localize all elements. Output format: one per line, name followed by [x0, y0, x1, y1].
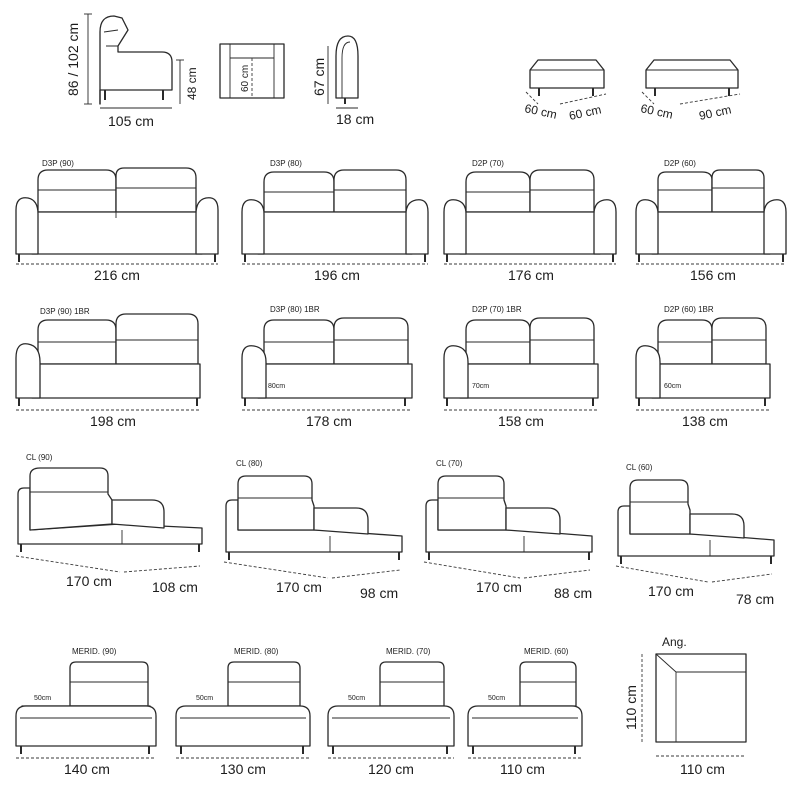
merid-seat: 50cm [34, 695, 51, 702]
side-depth-label: 105 cm [108, 113, 154, 129]
pouf-60-diagram: 60 cm 60 cm [523, 59, 607, 123]
chaise-length: 170 cm [276, 579, 322, 595]
sofa-width: 138 cm [682, 413, 728, 429]
side-height-label: 86 / 102 cm [65, 23, 81, 96]
sofa-width: 158 cm [498, 413, 544, 429]
corner-label: Ang. [662, 635, 687, 649]
chaise-label: CL (60) [626, 463, 653, 472]
merid-width: 140 cm [64, 761, 110, 777]
chaise-width: 88 cm [554, 585, 592, 601]
arm-height-label: 67 cm [311, 58, 327, 96]
meridienne-90: MERID. (90) 50cm 140 cm [15, 647, 157, 777]
pouf60-depth-label: 60 cm [523, 101, 558, 121]
seat-top-view-diagram: 60 cm [219, 43, 285, 99]
chaise-label: CL (70) [436, 459, 463, 468]
arm-view-diagram: 67 cm 18 cm [311, 35, 374, 127]
merid-width: 120 cm [368, 761, 414, 777]
merid-width: 130 cm [220, 761, 266, 777]
sofa-label: D2P (70) 1BR [472, 305, 522, 314]
sofa-d3p80-1br: D3P (80) 1BR 178 cm 80cm [241, 305, 413, 429]
corner-width: 110 cm [680, 761, 725, 777]
sofa-d3p80: D3P (80) 196 cm [241, 159, 429, 283]
corner-unit: Ang. 110 cm 110 cm [623, 635, 747, 777]
sofa-label: D2P (60) [664, 159, 696, 168]
chaise-cl70: CL (70) 170 cm 88 cm [423, 459, 593, 601]
sofa-d2p60-1br: D2P (60) 1BR 138 cm 60cm [635, 305, 771, 429]
chaise-width: 78 cm [736, 591, 774, 607]
pouf90-width-label: 90 cm [698, 102, 733, 122]
sofa-seat-width: 80cm [268, 383, 285, 390]
sofa-d2p70: D2P (70) 176 cm [443, 159, 617, 283]
sofa-seat-width: 70cm [472, 383, 489, 390]
sofa-d2p70-1br: D2P (70) 1BR 158 cm 70cm [443, 305, 599, 429]
merid-seat: 50cm [196, 695, 213, 702]
merid-label: MERID. (80) [234, 647, 279, 656]
merid-label: MERID. (60) [524, 647, 569, 656]
chaise-width: 108 cm [152, 579, 198, 595]
meridienne-80: MERID. (80) 50cm 130 cm [175, 647, 311, 777]
chaise-cl80: CL (80) 170 cm 98 cm [223, 459, 403, 601]
sofa-seat-width: 60cm [664, 383, 681, 390]
sofa-label: D3P (80) [270, 159, 302, 168]
side-seat-height-label: 48 cm [185, 67, 199, 100]
sofa-width: 198 cm [90, 413, 136, 429]
sofa-label: D2P (60) 1BR [664, 305, 714, 314]
sofa-width: 178 cm [306, 413, 352, 429]
merid-label: MERID. (90) [72, 647, 117, 656]
sofa-width: 216 cm [94, 267, 140, 283]
sofa-label: D3P (90) 1BR [40, 307, 90, 316]
chaise-label: CL (90) [26, 453, 53, 462]
seat-width-label: 60 cm [240, 65, 251, 92]
meridienne-60: MERID. (60) 50cm 110 cm [467, 647, 583, 777]
merid-width: 110 cm [500, 761, 545, 777]
chaise-cl60: CL (60) 170 cm 78 cm [615, 463, 775, 607]
sofa-d2p60: D2P (60) 156 cm [635, 159, 787, 283]
chaise-length: 170 cm [66, 573, 112, 589]
chaise-length: 170 cm [648, 583, 694, 599]
sofa-width: 196 cm [314, 267, 360, 283]
chaise-length: 170 cm [476, 579, 522, 595]
chaise-label: CL (80) [236, 459, 263, 468]
chaise-width: 98 cm [360, 585, 398, 601]
arm-width-label: 18 cm [336, 111, 374, 127]
side-view-diagram: 86 / 102 cm 48 cm 105 cm [65, 13, 199, 129]
meridienne-70: MERID. (70) 50cm 120 cm [327, 647, 455, 777]
chaise-cl90: CL (90) 170 cm 108 cm [15, 453, 203, 595]
sofa-width: 176 cm [508, 267, 554, 283]
merid-seat: 50cm [348, 695, 365, 702]
sofa-width: 156 cm [690, 267, 736, 283]
merid-label: MERID. (70) [386, 647, 431, 656]
pouf-90-diagram: 60 cm 90 cm [639, 59, 741, 123]
sofa-d3p90: D3P (90) 216 cm [15, 159, 219, 283]
sofa-d3p90-1br: D3P (90) 1BR 198 cm [15, 307, 201, 429]
sofa-label: D3P (80) 1BR [270, 305, 320, 314]
pouf90-depth-label: 60 cm [639, 101, 674, 121]
merid-seat: 50cm [488, 695, 505, 702]
sofa-label: D3P (90) [42, 159, 74, 168]
sofa-label: D2P (70) [472, 159, 504, 168]
corner-height: 110 cm [623, 685, 639, 730]
pouf60-width-label: 60 cm [568, 102, 603, 122]
